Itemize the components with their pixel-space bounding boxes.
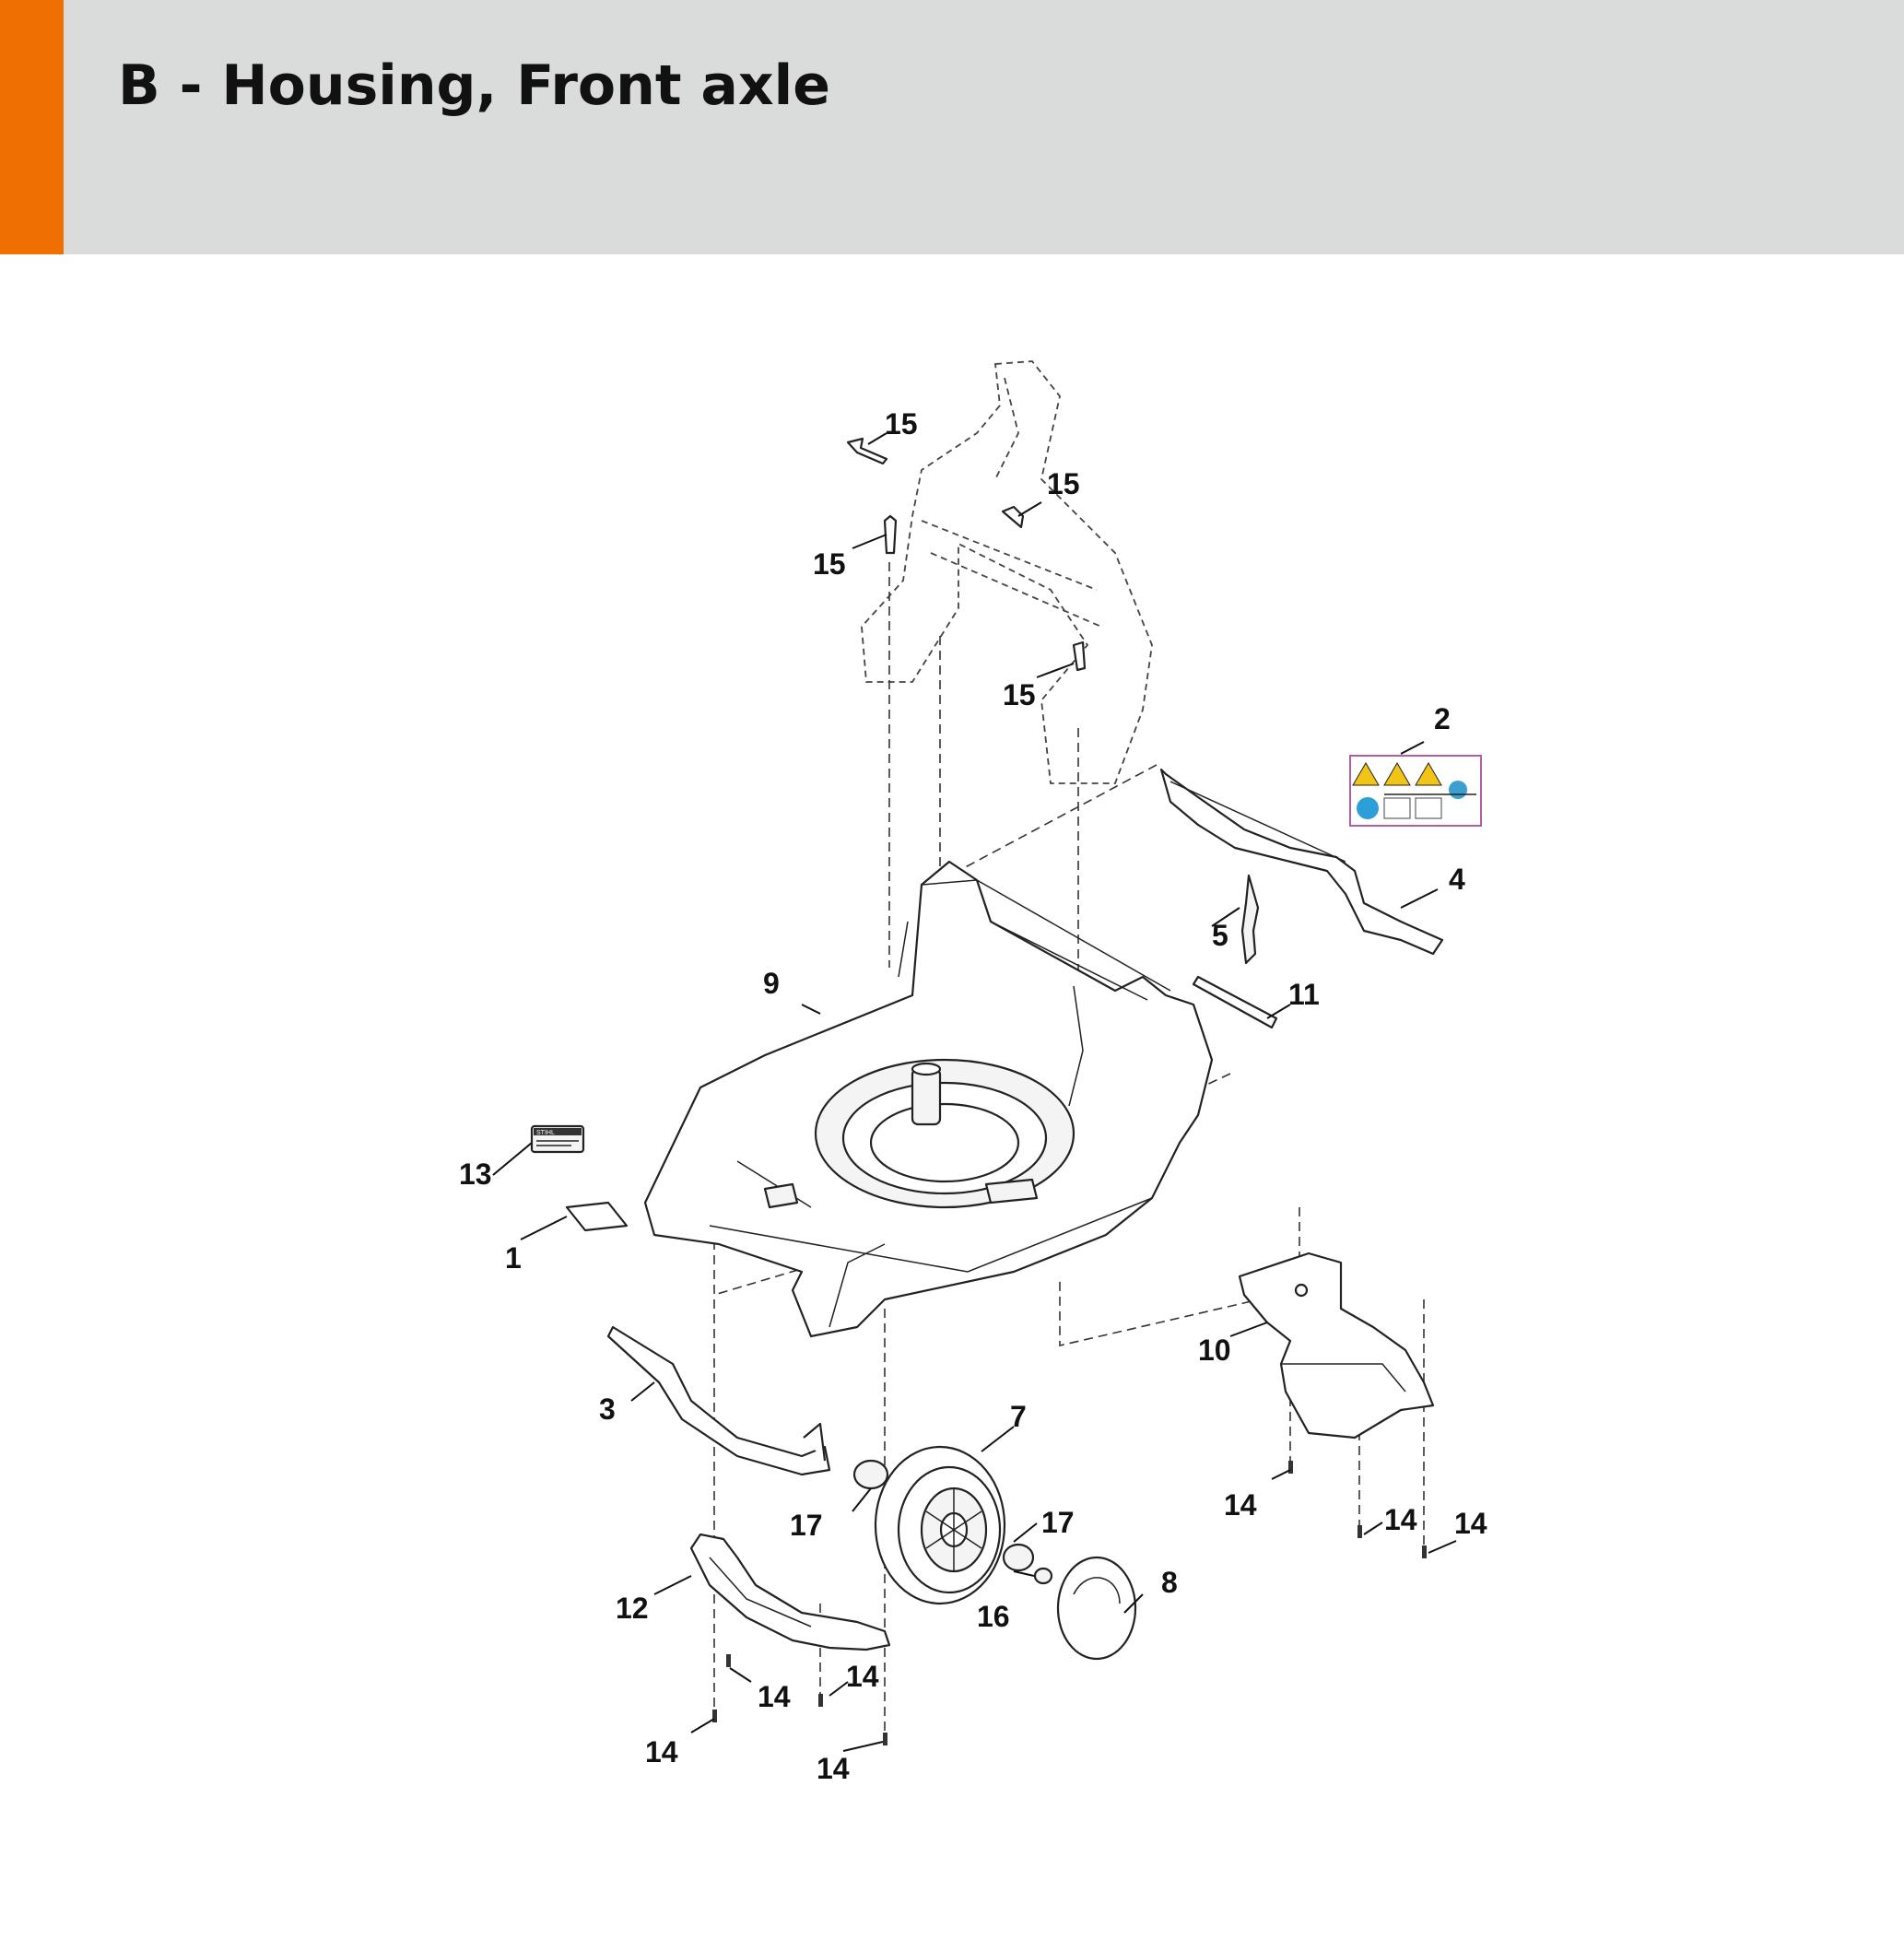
front-axle [606, 1325, 831, 1476]
rear-flap [1159, 768, 1444, 956]
callout-8: 8 [1161, 1566, 1178, 1599]
callout-11: 11 [1288, 978, 1320, 1011]
callout-17-a: 17 [790, 1509, 823, 1542]
callout-14-b: 14 [846, 1660, 879, 1693]
callout-16: 16 [977, 1600, 1010, 1633]
front-bracket [689, 1533, 891, 1651]
bearing-17-right [1002, 1543, 1035, 1572]
callout-15-c: 15 [813, 547, 846, 581]
callout-4: 4 [1449, 863, 1465, 896]
callout-9: 9 [763, 967, 780, 1000]
callout-3: 3 [599, 1393, 616, 1426]
label-2-warning-sticker [1349, 755, 1482, 827]
callout-5: 5 [1212, 919, 1228, 952]
exploded-parts-diagram: STIHL [0, 254, 1904, 1935]
callout-14-d: 14 [817, 1752, 850, 1785]
callout-15-b: 15 [1047, 467, 1080, 500]
callout-14-e: 14 [1224, 1488, 1257, 1522]
label-13-brand-text: STIHL [536, 1130, 555, 1136]
callout-14-c: 14 [645, 1735, 678, 1769]
callout-1: 1 [505, 1241, 522, 1275]
mulching-cover [1238, 1252, 1435, 1440]
callout-10: 10 [1198, 1334, 1231, 1367]
nut-16 [1033, 1567, 1053, 1585]
callout-13: 13 [459, 1158, 492, 1191]
callout-12: 12 [616, 1592, 649, 1625]
screws [712, 437, 1427, 1745]
callout-14-a: 14 [758, 1680, 791, 1713]
callout-7: 7 [1010, 1400, 1027, 1433]
handle-ghost [861, 360, 1153, 784]
wheel [874, 1445, 1006, 1605]
callout-2: 2 [1434, 702, 1451, 735]
callout-numbers: 1 2 3 4 5 7 8 9 10 11 12 13 14 14 14 14 … [459, 407, 1487, 1785]
diagram-canvas: STIHL [459, 360, 1487, 1785]
page-title: B - Housing, Front axle [118, 53, 830, 118]
callout-14-f: 14 [1384, 1503, 1417, 1536]
callout-15-d: 15 [1003, 678, 1036, 711]
label-1-plate [565, 1201, 629, 1232]
accent-bar [0, 0, 64, 254]
leader-lines [492, 432, 1457, 1752]
callout-15-a: 15 [885, 407, 918, 441]
bar-11 [1192, 975, 1278, 1029]
hubcap [1056, 1556, 1137, 1661]
callout-17-b: 17 [1041, 1506, 1075, 1539]
spring [1240, 874, 1260, 965]
callout-14-g: 14 [1454, 1507, 1487, 1540]
page-header: B - Housing, Front axle [0, 0, 1904, 254]
bearing-17-left [852, 1459, 889, 1490]
housing-deck [643, 860, 1214, 1338]
label-13-plate: STIHL [530, 1124, 585, 1154]
